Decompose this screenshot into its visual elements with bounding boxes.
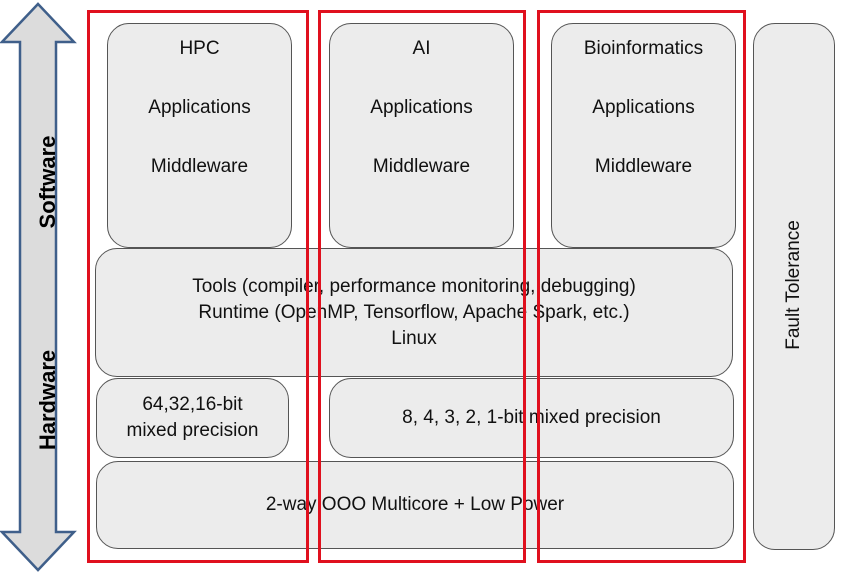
column-title-bioinformatics: Bioinformatics [583, 38, 704, 59]
fault-tolerance-label: Fault Tolerance [783, 220, 804, 350]
double-arrow-icon [0, 2, 77, 572]
hpc-stack-frame [87, 10, 309, 563]
applications-label-ai: Applications [370, 97, 473, 118]
column-bioinformatics: Bioinformatics Applications Middleware [551, 23, 736, 248]
middleware-label-bioinformatics: Middleware [594, 156, 693, 177]
ai-stack-frame [318, 10, 526, 563]
fault-tolerance-box [753, 23, 835, 550]
bioinformatics-stack-frame [537, 10, 746, 563]
high-precision-line2: mixed precision [126, 420, 259, 441]
hardware-base-text: 2-way OOO Multicore + Low Power [265, 494, 565, 515]
column-hpc: HPC Applications Middleware [107, 23, 292, 248]
column-title-ai: AI [412, 38, 431, 59]
hardware-base-box: 2-way OOO Multicore + Low Power [96, 461, 734, 549]
column-ai: AI Applications Middleware [329, 23, 514, 248]
os-line: Linux [391, 327, 437, 349]
software-label: Software [35, 135, 60, 229]
low-precision-box: 8, 4, 3, 2, 1-bit mixed precision [329, 378, 734, 458]
middleware-label-ai: Middleware [372, 156, 471, 177]
applications-label-bioinformatics: Applications [592, 97, 695, 118]
hardware-label: Hardware [35, 349, 60, 451]
column-title-hpc: HPC [179, 38, 220, 59]
shared-software-stack: Tools (compiler, performance monitoring,… [95, 248, 733, 377]
middleware-label-hpc: Middleware [150, 156, 249, 177]
high-precision-line1: 64,32,16-bit [142, 394, 243, 415]
high-precision-box: 64,32,16-bit mixed precision [96, 378, 289, 458]
low-precision-text: 8, 4, 3, 2, 1-bit mixed precision [402, 407, 661, 428]
applications-label-hpc: Applications [148, 97, 251, 118]
software-hardware-arrow [0, 2, 77, 572]
